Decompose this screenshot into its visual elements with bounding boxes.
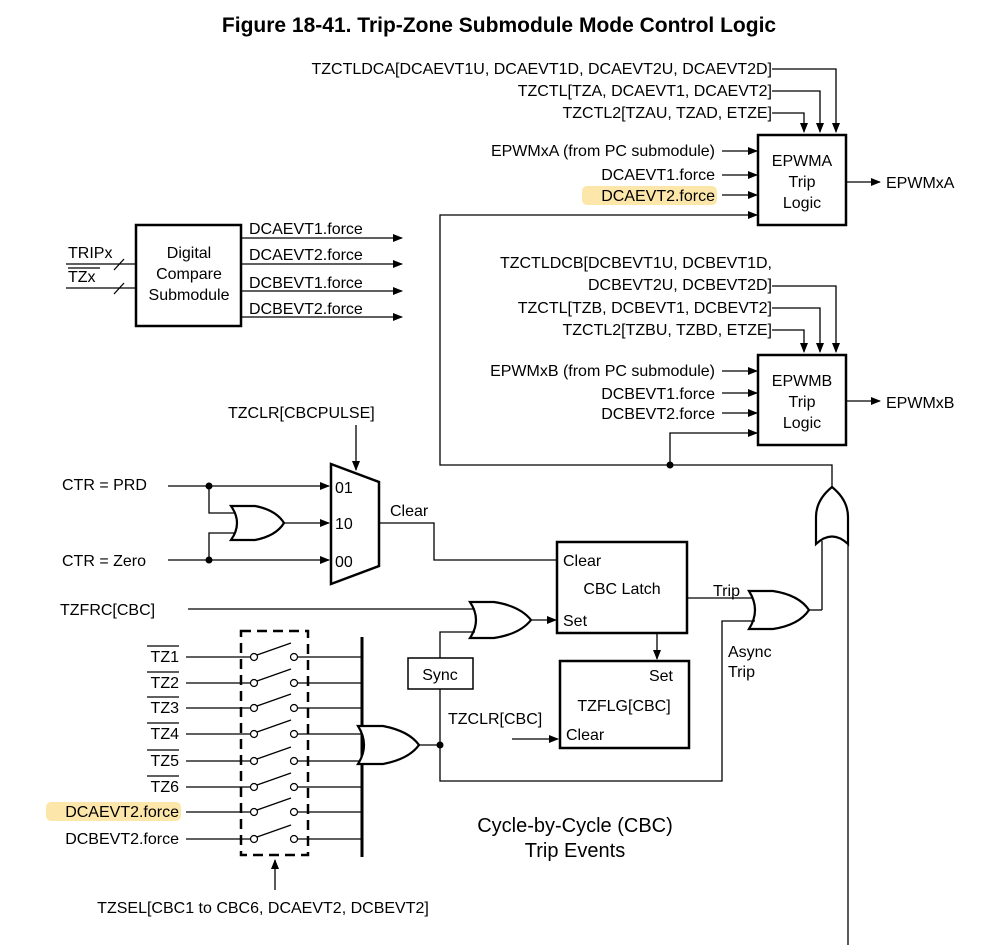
- highlight-marker: [582, 186, 717, 205]
- svg-text:EPWMB: EPWMB: [772, 373, 832, 390]
- svg-text:Clear: Clear: [563, 553, 602, 570]
- async-label: Async: [728, 644, 772, 661]
- tz-switch-4: [186, 719, 362, 739]
- dcaevt1-force-output: DCAEVT1.force: [249, 221, 363, 238]
- svg-text:Digital: Digital: [167, 245, 211, 262]
- tzclr-cbc-label: TZCLR[CBC]: [448, 711, 542, 728]
- mux-port-00: 00: [335, 554, 353, 571]
- mux-or-gate: [228, 504, 286, 542]
- svg-text:Set: Set: [563, 613, 588, 630]
- tzctl-a-label: TZCTL[TZA, DCAEVT1, DCAEVT2]: [518, 83, 772, 100]
- tz-switch-6: [186, 772, 362, 792]
- svg-text:Sync: Sync: [422, 667, 458, 684]
- epwmb-inputs: EPWMxB (from PC submodule) DCBEVT1.force…: [490, 363, 758, 437]
- svg-text:Submodule: Submodule: [149, 287, 230, 304]
- dcbevt2-force-output: DCBEVT2.force: [249, 301, 363, 318]
- epwmxb-pc-input: EPWMxB (from PC submodule): [490, 363, 715, 380]
- tz-switches: [186, 642, 362, 844]
- mux-clear-output: Clear: [390, 503, 429, 520]
- tzctldcb-label-1: TZCTLDCB[DCBEVT1U, DCBEVT1D,: [500, 255, 772, 272]
- digital-compare-block: Digital Compare Submodule: [134, 223, 243, 328]
- ctr-prd-input: CTR = PRD: [62, 477, 147, 494]
- epwma-control-lines: TZCTLDCA[DCAEVT1U, DCAEVT1D, DCAEVT2U, D…: [311, 61, 840, 133]
- figure-title: Figure 18-41. Trip-Zone Submodule Mode C…: [221, 14, 777, 37]
- trip-label: Trip: [713, 583, 740, 600]
- cbc-latch-block: Clear CBC Latch Set: [555, 540, 689, 635]
- svg-text:Trip: Trip: [789, 174, 816, 191]
- trip-feed-wires: [439, 214, 833, 487]
- tz-switch-7: [186, 797, 362, 817]
- dcaevt2-force-a-input: DCAEVT2.force: [601, 188, 715, 205]
- epwmxa-pc-input: EPWMxA (from PC submodule): [491, 143, 715, 160]
- svg-text:EPWMA: EPWMA: [772, 153, 833, 170]
- mux-wiring: [168, 482, 330, 564]
- sync-block: Sync: [407, 657, 474, 690]
- dc-outputs: DCAEVT1.force DCAEVT2.force DCBEVT1.forc…: [241, 221, 403, 321]
- mux-block: [329, 462, 381, 586]
- svg-text:Trip: Trip: [789, 394, 816, 411]
- tz-switch-8: [186, 824, 362, 844]
- tzctl2-a-label: TZCTL2[TZAU, TZAD, ETZE]: [563, 105, 773, 122]
- tz-switch-2: [186, 668, 362, 688]
- clear-wire: [379, 522, 556, 561]
- tz-switch-5: [186, 746, 362, 766]
- trip-or-gate: [747, 589, 811, 631]
- tripx-input: TRIPx: [68, 245, 112, 262]
- tz1-input: TZ1: [151, 649, 180, 666]
- dcaevt1-force-a-input: DCAEVT1.force: [601, 167, 715, 184]
- dcaevt2-force-cbc-input: DCAEVT2.force: [65, 804, 179, 821]
- dcaevt2-force-output: DCAEVT2.force: [249, 247, 363, 264]
- svg-text:CBC Latch: CBC Latch: [583, 581, 660, 598]
- tzctldcb-label-2: DCBEVT2U, DCBEVT2D]: [588, 277, 772, 294]
- dcbevt1-force-b-input: DCBEVT1.force: [601, 386, 715, 403]
- final-or-gate: [814, 485, 850, 547]
- svg-text:Logic: Logic: [783, 195, 821, 212]
- epwma-trip-logic-block: EPWMA Trip Logic: [756, 133, 848, 227]
- tzx-input: TZx: [68, 269, 96, 286]
- tz5-input: TZ5: [151, 753, 180, 770]
- set-or-gate: [467, 600, 533, 640]
- epwmb-control-lines: TZCTLDCB[DCBEVT1U, DCBEVT1D, DCBEVT2U, D…: [500, 255, 840, 353]
- tz-input-labels: TZ1 TZ2 TZ3 TZ4 TZ5 TZ6 DCAEVT2.force DC…: [46, 645, 181, 848]
- epwmxa-output: EPWMxA: [886, 175, 955, 192]
- svg-text:Clear: Clear: [566, 727, 605, 744]
- highlight-marker: [46, 802, 181, 821]
- tzsel-label: TZSEL[CBC1 to CBC6, DCAEVT2, DCBEVT2]: [97, 900, 429, 917]
- svg-text:TZFLG[CBC]: TZFLG[CBC]: [577, 698, 670, 715]
- tzclr-cbcpulse-label: TZCLR[CBCPULSE]: [228, 405, 375, 422]
- tz-switch-1: [186, 642, 362, 662]
- tz6-input: TZ6: [151, 779, 180, 796]
- svg-text:Logic: Logic: [783, 415, 821, 432]
- dcbevt2-force-cbc-input: DCBEVT2.force: [65, 831, 179, 848]
- tz4-input: TZ4: [151, 726, 180, 743]
- epwmxb-output: EPWMxB: [886, 395, 954, 412]
- dc-inputs: TRIPx TZx: [66, 245, 135, 295]
- async-trip-wire: [439, 620, 755, 782]
- svg-text:Compare: Compare: [156, 266, 222, 283]
- dcbevt2-force-b-input: DCBEVT2.force: [601, 406, 715, 423]
- tzctldca-label: TZCTLDCA[DCAEVT1U, DCAEVT1D, DCAEVT2U, D…: [311, 61, 772, 78]
- tz-switch-3: [186, 693, 362, 713]
- mux-port-10: 10: [335, 516, 353, 533]
- dcbevt1-force-output: DCBEVT1.force: [249, 275, 363, 292]
- tzctl2-b-label: TZCTL2[TZBU, TZBD, ETZE]: [563, 322, 773, 339]
- svg-text:Set: Set: [649, 668, 674, 685]
- tzctl-b-label: TZCTL[TZB, DCBEVT1, DCBEVT2]: [518, 300, 772, 317]
- cbc-or-gate: [356, 724, 421, 766]
- tzflg-cbc-block: Set TZFLG[CBC] Clear: [558, 659, 691, 750]
- mux-port-01: 01: [335, 480, 353, 497]
- switch-bank: [239, 629, 310, 857]
- epwmb-trip-logic-block: EPWMB Trip Logic: [756, 353, 848, 447]
- cbc-caption-line-1: Cycle-by-Cycle (CBC): [477, 815, 673, 837]
- cbc-caption-line-2: Trip Events: [525, 840, 625, 862]
- tzfrc-cbc-label: TZFRC[CBC]: [60, 602, 155, 619]
- async-trip-label: Trip: [728, 664, 755, 681]
- tz3-input: TZ3: [151, 700, 180, 717]
- epwma-inputs: EPWMxA (from PC submodule) DCAEVT1.force…: [491, 143, 758, 219]
- tz2-input: TZ2: [151, 675, 180, 692]
- ctr-zero-input: CTR = Zero: [62, 553, 146, 570]
